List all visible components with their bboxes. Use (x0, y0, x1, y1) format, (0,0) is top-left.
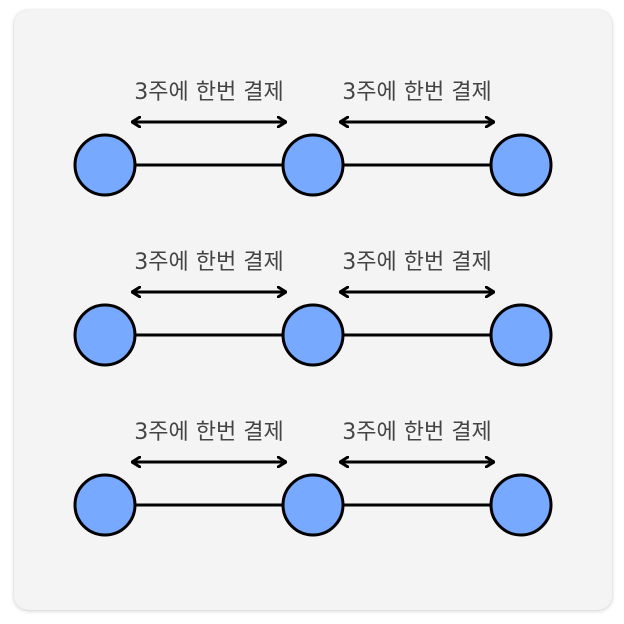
interval-label: 3주에 한번 결제 (342, 250, 491, 275)
payment-node (489, 473, 553, 537)
interval-label: 3주에 한번 결제 (134, 250, 283, 275)
interval-label: 3주에 한번 결제 (134, 80, 283, 105)
timeline-row: 3주에 한번 결제 3주에 한번 결제 (73, 80, 553, 197)
interval-label: 3주에 한번 결제 (134, 420, 283, 445)
payment-node (281, 303, 345, 367)
payment-node (489, 133, 553, 197)
interval-label: 3주에 한번 결제 (342, 80, 491, 105)
payment-node (73, 133, 137, 197)
timeline-row: 3주에 한번 결제 3주에 한번 결제 (73, 250, 553, 367)
interval-label: 3주에 한번 결제 (342, 420, 491, 445)
timeline-row: 3주에 한번 결제 3주에 한번 결제 (73, 420, 553, 537)
payment-node (73, 473, 137, 537)
payment-node (281, 473, 345, 537)
payment-node (489, 303, 553, 367)
payment-node (73, 303, 137, 367)
payment-node (281, 133, 345, 197)
